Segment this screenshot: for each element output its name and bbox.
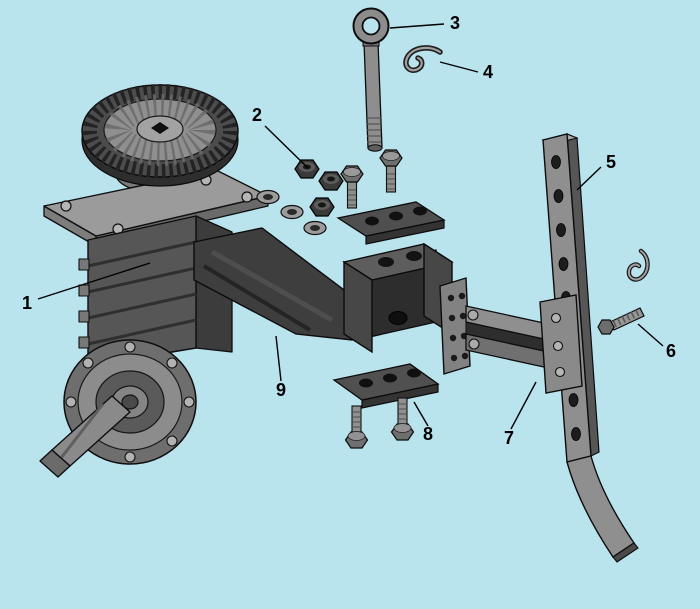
output-shaft xyxy=(39,395,131,478)
leader-line-2 xyxy=(264,125,309,169)
cotter-pin xyxy=(403,45,443,73)
lock-pin xyxy=(597,307,645,335)
hex-bolt xyxy=(390,397,415,441)
part-label-4: 4 xyxy=(483,62,493,82)
hex-bolt xyxy=(344,405,369,449)
part-label-6: 6 xyxy=(666,341,676,361)
upper-hole-plate xyxy=(336,201,446,245)
part-label-9: 9 xyxy=(276,380,286,400)
leader-line-8 xyxy=(413,401,429,427)
hex-nut xyxy=(318,171,344,191)
hex-bolt xyxy=(379,149,403,193)
leader-line-4 xyxy=(439,61,479,73)
hex-nut xyxy=(309,197,335,217)
leader-line-3 xyxy=(389,23,445,29)
part-label-3: 3 xyxy=(450,13,460,33)
lower-hole-plate xyxy=(332,363,440,409)
eye-bolt xyxy=(352,7,390,152)
hex-nut xyxy=(294,159,320,179)
part-label-2: 2 xyxy=(252,105,262,125)
gearbox-assembly xyxy=(39,84,269,478)
part-label-1: 1 xyxy=(22,293,32,313)
leader-line-7 xyxy=(510,381,537,430)
leader-line-1 xyxy=(37,262,151,300)
part-label-7: 7 xyxy=(504,428,514,448)
cotter-pin-small xyxy=(626,248,650,282)
clamp-bracket xyxy=(439,277,583,394)
part-label-5: 5 xyxy=(606,152,616,172)
hitch-arm xyxy=(193,227,353,341)
leader-line-9 xyxy=(275,335,282,382)
leader-line-6 xyxy=(637,323,664,347)
leader-lines xyxy=(37,23,664,430)
u-bracket xyxy=(342,242,454,354)
part-labels: 1 2 3 4 5 6 7 8 9 xyxy=(22,13,676,448)
leader-line-5 xyxy=(576,166,602,191)
part-label-8: 8 xyxy=(423,424,433,444)
hex-bolt xyxy=(340,165,364,209)
bevel-gear xyxy=(81,84,239,187)
